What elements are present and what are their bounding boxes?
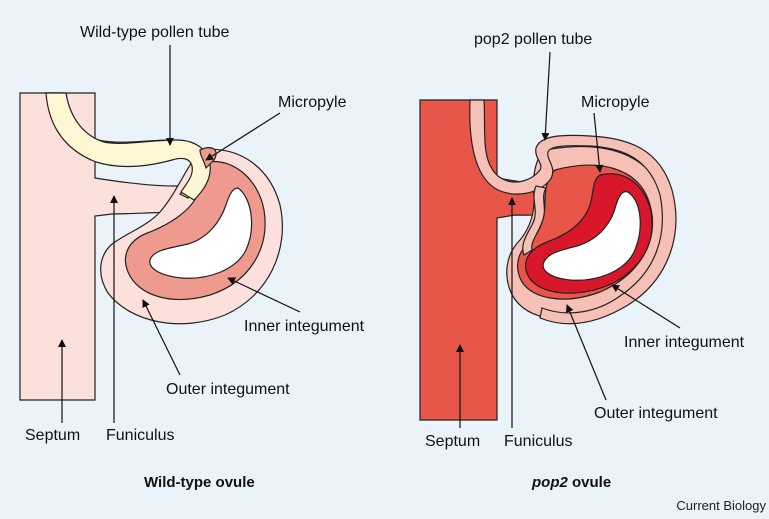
pop2-caption: pop2 ovule	[531, 474, 611, 491]
wild-type-septum-label: Septum	[25, 427, 80, 444]
wild-type-outer-integument-label: Outer integument	[166, 381, 290, 398]
pop2-pollen-tube-label: pop2 pollen tube	[474, 31, 592, 48]
wild-type-funiculus-label: Funiculus	[106, 427, 174, 444]
pop2-outer-integument-label: Outer integument	[594, 405, 718, 422]
pop2-funiculus-label: Funiculus	[504, 433, 572, 450]
pop2-inner-integument-label: Inner integument	[624, 334, 745, 351]
credit-text: Current Biology	[676, 498, 766, 513]
wild-type-pollen-tube-label: Wild-type pollen tube	[80, 24, 230, 41]
wild-type-micropyle-label: Micropyle	[278, 94, 347, 111]
pop2-micropyle-label: Micropyle	[581, 94, 650, 111]
pop2-septum-label: Septum	[425, 433, 480, 450]
pop2-ovule: pop2 pollen tube Micropyle Inner integum…	[420, 31, 745, 491]
wild-type-inner-integument-label: Inner integument	[244, 318, 365, 335]
wild-type-caption: Wild-type ovule	[144, 474, 255, 491]
pop2-caption-italic: pop2	[531, 474, 568, 491]
pop2-caption-rest: ovule	[568, 474, 611, 491]
wild-type-ovule: Wild-type pollen tube Micropyle Inner in…	[20, 24, 365, 491]
